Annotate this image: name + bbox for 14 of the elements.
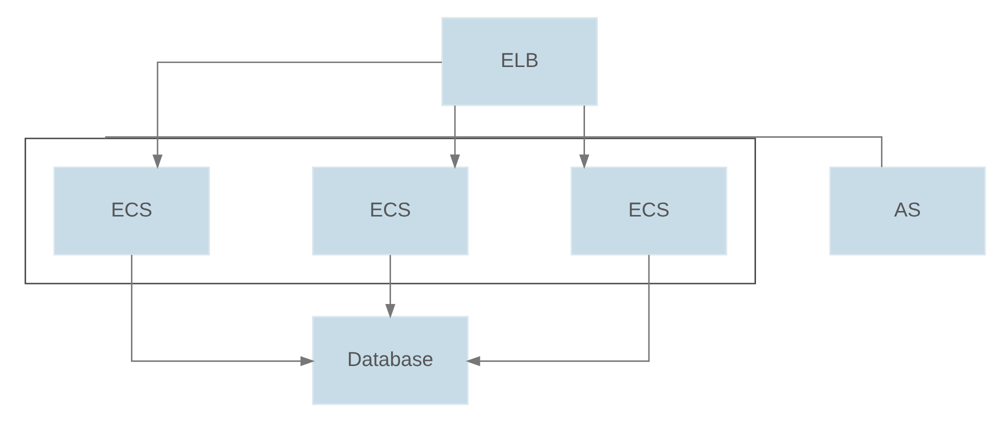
node-box: ECS [570, 166, 728, 256]
arrow [385, 254, 396, 318]
node-box: ELB [441, 16, 598, 106]
node-box: AS [829, 166, 986, 256]
arrow [466, 254, 650, 366]
node-box: ECS [312, 166, 469, 256]
node-box: ECS [53, 166, 210, 256]
connector [105, 136, 882, 167]
arrow [450, 105, 460, 168]
cluster [24, 137, 756, 284]
arrow [130, 254, 315, 366]
node-box: Database [312, 315, 469, 404]
arrow [579, 105, 590, 168]
arrow [152, 61, 442, 168]
